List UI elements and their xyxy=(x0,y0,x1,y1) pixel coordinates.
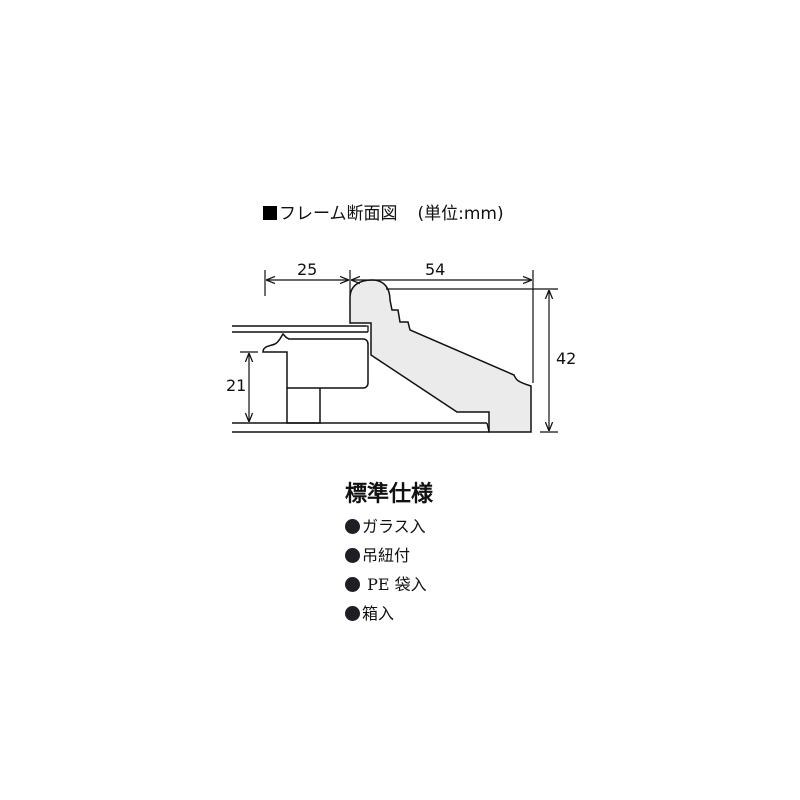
spec-heading: 標準仕様 xyxy=(345,481,434,507)
square-bullet-icon xyxy=(263,206,277,220)
spec-item-label: PE 袋入 xyxy=(362,575,427,594)
circle-bullet-icon xyxy=(345,548,360,563)
circle-bullet-icon xyxy=(345,577,360,592)
spec-item-pe-bag: PE 袋入 xyxy=(345,570,433,599)
spec-item-glass: ガラス入 xyxy=(345,512,433,541)
moulding-profile xyxy=(349,279,532,433)
circle-bullet-icon xyxy=(345,519,360,534)
dimension-42-label: 42 xyxy=(556,349,576,368)
standard-spec-section: 標準仕様 ガラス入 吊紐付 PE 袋入 箱入 xyxy=(345,476,433,628)
spec-item-hanging-cord: 吊紐付 xyxy=(345,541,433,570)
spec-item-boxed: 箱入 xyxy=(345,599,433,628)
title-unit: (単位:mm) xyxy=(417,204,504,224)
spec-item-label: 箱入 xyxy=(362,604,395,623)
circle-bullet-icon xyxy=(345,606,360,621)
dimension-54-label: 54 xyxy=(425,260,445,279)
spec-item-label: 吊紐付 xyxy=(362,546,411,565)
title-label: フレーム断面図 xyxy=(279,204,398,224)
diagram-title: フレーム断面図 (単位:mm) xyxy=(263,199,504,224)
backing-board xyxy=(262,332,369,389)
spec-item-label: ガラス入 xyxy=(362,517,426,536)
dimension-25-label: 25 xyxy=(297,260,317,279)
dimension-21-label: 21 xyxy=(226,376,246,395)
